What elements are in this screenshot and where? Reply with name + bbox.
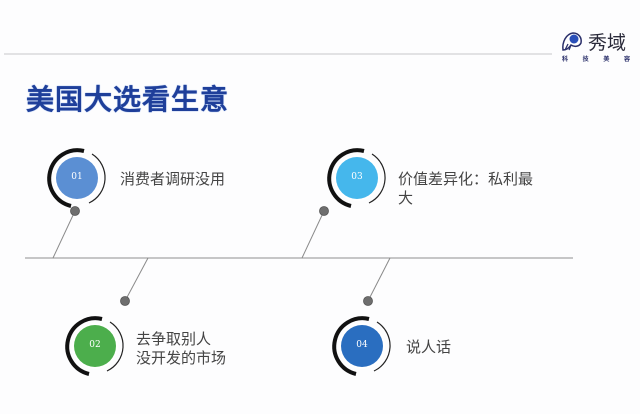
item-label-03: 价值差异化：私利最 大 bbox=[398, 170, 533, 208]
connector-01 bbox=[52, 210, 76, 259]
logo-tagline: 科 技 美 容 bbox=[562, 54, 630, 63]
logo-tagline-char: 美 bbox=[603, 56, 610, 63]
badge-number-02: 02 bbox=[89, 340, 101, 350]
connector-dot-01 bbox=[70, 206, 80, 216]
item-label-line: 说人话 bbox=[406, 338, 452, 356]
connector-04 bbox=[367, 257, 391, 302]
badge-01 bbox=[47, 148, 106, 208]
brand-logo: 秀域 科 技 美 容 bbox=[560, 28, 634, 68]
item-label-04: 说人话 bbox=[406, 338, 451, 357]
connector-02 bbox=[124, 257, 149, 302]
connector-dot-03 bbox=[319, 206, 329, 216]
item-label-line: 价值差异化：私利最 bbox=[398, 170, 534, 188]
badge-number-04: 04 bbox=[356, 340, 368, 350]
logo-tagline-char: 科 bbox=[562, 56, 569, 63]
logo-name: 秀域 bbox=[588, 32, 627, 54]
badge-03 bbox=[327, 148, 386, 208]
item-label-line: 没开发的市场 bbox=[136, 349, 227, 367]
logo-mascot-icon bbox=[562, 32, 582, 51]
item-label-line: 去争取别人 bbox=[136, 330, 212, 348]
badge-04 bbox=[332, 316, 391, 376]
connector-03 bbox=[301, 210, 325, 259]
item-label-01: 消费者调研没用 bbox=[120, 170, 225, 189]
logo-tagline-char: 容 bbox=[623, 56, 630, 63]
badge-number-03: 03 bbox=[351, 172, 363, 182]
page-title: 美国大选看生意 bbox=[26, 83, 230, 116]
item-label-02: 去争取别人 没开发的市场 bbox=[136, 330, 226, 368]
logo-tagline-char: 技 bbox=[582, 56, 589, 63]
badge-number-01: 01 bbox=[71, 172, 83, 182]
item-label-line: 大 bbox=[398, 189, 414, 207]
header-divider bbox=[4, 53, 552, 55]
connector-dot-04 bbox=[363, 296, 373, 306]
connector-dot-02 bbox=[120, 296, 130, 306]
badge-02 bbox=[65, 316, 124, 376]
item-label-line: 消费者调研没用 bbox=[120, 170, 226, 188]
